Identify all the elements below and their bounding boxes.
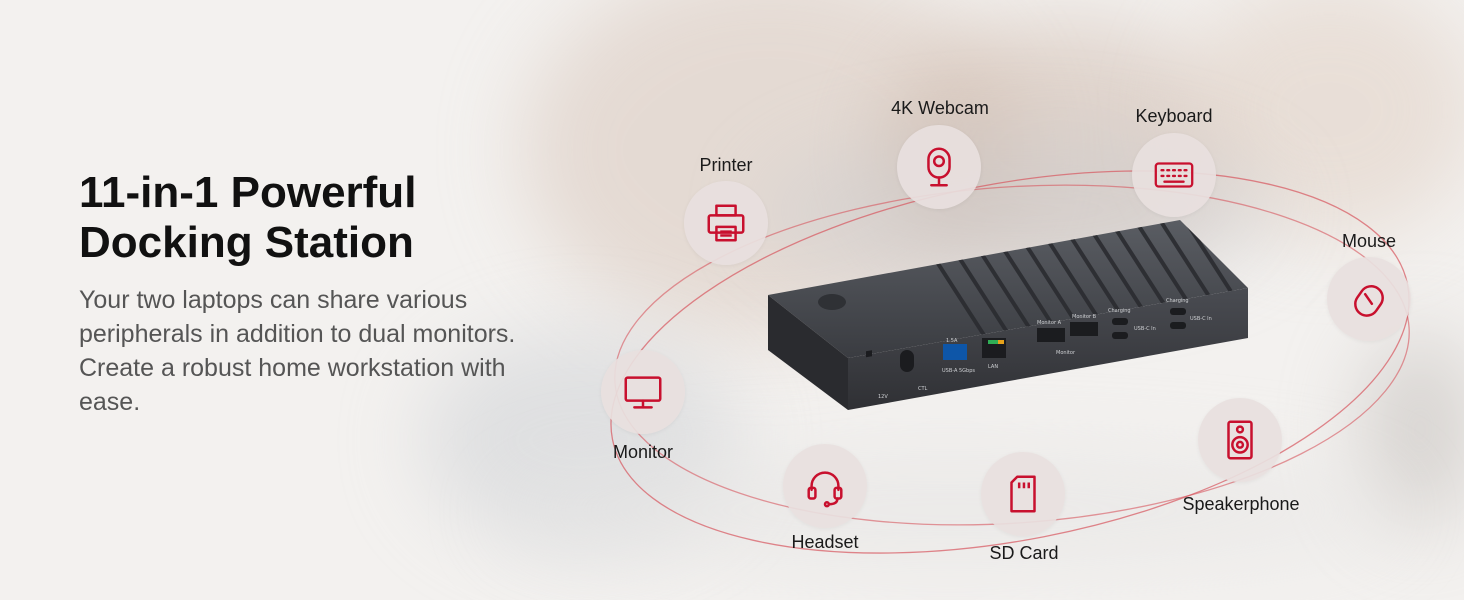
peripheral-node-webcam [897,125,981,209]
peripheral-label-headset: Headset [791,532,859,552]
headline-line-2: Docking Station [79,218,414,267]
webcam-icon [927,147,951,187]
port-label-usbc-2: USB-C In [1190,316,1212,322]
port-label-usb: USB-A 5Gbps [942,368,975,374]
peripheral-node-keyboard [1132,133,1216,217]
sd-card-icon [1010,475,1036,513]
printer-icon [707,204,745,242]
peripheral-label-monitor: Monitor [612,442,674,462]
port-label-monitor: Monitor [1056,350,1076,356]
port-label-usb-current: 1.5A [946,338,958,344]
peripheral-label-speakerphone: Speakerphone [1182,494,1300,514]
peripheral-label-webcam: 4K Webcam [891,98,989,118]
port-label-charging-2: Charging [1166,298,1189,304]
peripheral-node-sd-card [981,452,1065,536]
speaker-icon [1227,420,1253,460]
peripheral-node-mouse [1327,257,1411,341]
port-label-monitor-b: Monitor B [1072,314,1097,320]
port-label-charging-1: Charging [1108,308,1131,314]
headline: 11-in-1 Powerful Docking Station [79,168,416,268]
headset-icon [807,471,843,508]
peripheral-label-keyboard: Keyboard [1135,106,1213,126]
headline-line-1: 11-in-1 Powerful [79,168,417,217]
port-label-power: 12V [878,394,888,400]
keyboard-icon [1154,162,1194,188]
peripheral-node-printer [684,181,768,265]
peripheral-label-sd-card: SD Card [989,543,1059,563]
peripheral-node-headset [783,444,867,528]
docking-station: 12V CTL 1.5A USB-A 5Gbps LAN Monitor A M… [768,220,1248,410]
peripheral-node-speakerphone [1198,398,1282,482]
peripheral-label-printer: Printer [699,155,753,175]
port-label-usbc-1: USB-C In [1134,326,1156,332]
peripheral-label-mouse: Mouse [1341,231,1397,251]
port-label-lan: LAN [988,364,998,370]
mouse-icon [1354,285,1384,317]
port-label-ctl: CTL [918,386,928,392]
port-label-monitor-a: Monitor A [1037,320,1062,326]
monitor-icon [624,376,662,409]
peripheral-node-monitor [601,350,685,434]
description: Your two laptops can share various perip… [79,286,516,416]
